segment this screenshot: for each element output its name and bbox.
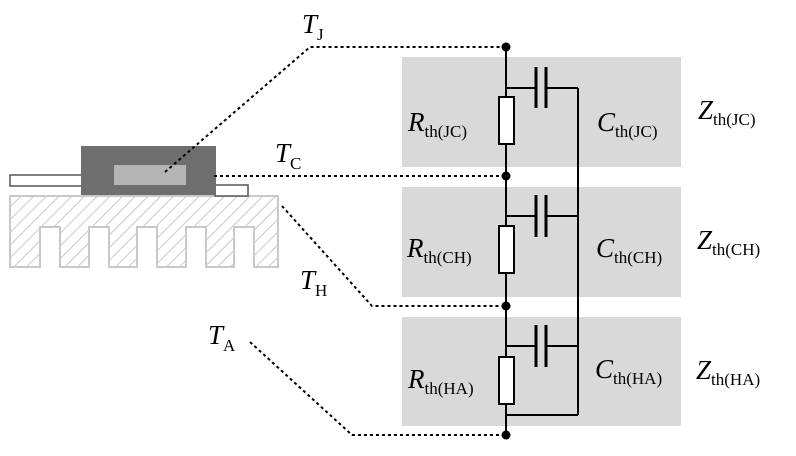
stage-box-ch	[402, 187, 681, 297]
resistor-ha	[498, 356, 515, 405]
label-cth-ch: Cth(CH)	[596, 233, 662, 267]
capacitor-symbols	[534, 67, 548, 367]
node-junction	[501, 42, 511, 52]
label-rth-jc: Rth(JC)	[407, 107, 467, 141]
heatsink	[9, 195, 279, 268]
stage-box-ha	[402, 317, 681, 426]
circuit-nodes	[501, 42, 511, 440]
label-th: TH	[300, 265, 327, 300]
label-cth-jc: Cth(JC)	[597, 107, 658, 141]
label-zth-jc: Zth(JC)	[698, 95, 756, 129]
package-lead-left	[9, 174, 83, 187]
leader-lines	[164, 46, 506, 436]
resistor-jc	[498, 96, 515, 145]
label-tc: TC	[275, 138, 301, 173]
leader-line-ambient	[249, 341, 506, 436]
label-rth-ha: Rth(HA)	[407, 364, 474, 398]
label-zth-ch: Zth(CH)	[697, 225, 760, 259]
label-ta: TA	[208, 320, 236, 355]
semiconductor-die	[114, 165, 186, 185]
package-tab	[214, 184, 249, 197]
label-zth-ha: Zth(HA)	[696, 355, 760, 389]
label-rth-ch: Rth(CH)	[406, 233, 472, 267]
leader-line-heatsink	[281, 205, 506, 307]
resistor-ch	[498, 225, 515, 274]
label-cth-ha: Cth(HA)	[595, 354, 662, 388]
node-case	[501, 171, 511, 181]
node-heatsink	[501, 301, 511, 311]
label-tj: TJ	[302, 9, 324, 44]
node-ambient	[501, 430, 511, 440]
stage-box-jc	[402, 57, 681, 167]
